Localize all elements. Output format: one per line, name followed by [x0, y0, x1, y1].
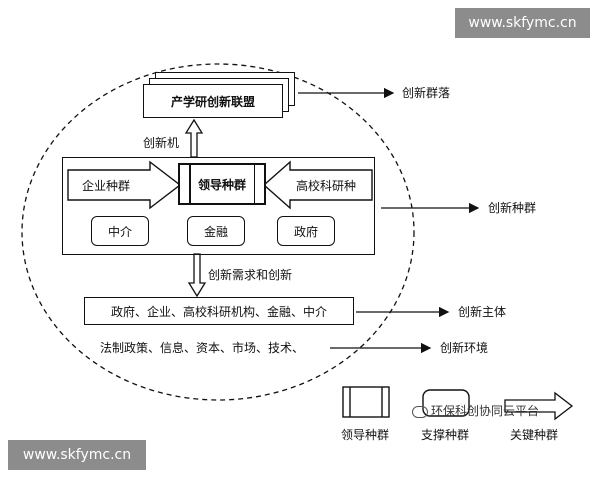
double-arrow-down — [187, 253, 207, 298]
legend-key-label: 关键种群 — [510, 428, 559, 442]
output-subject-label: 创新主体 — [458, 305, 507, 319]
intermediary-label: 中介 — [107, 224, 132, 239]
output-population-label: 创新种群 — [488, 201, 537, 215]
government-box: 政府 — [277, 216, 335, 246]
intermediary-box: 中介 — [91, 216, 149, 246]
innovation-mechanism-label: 创新机 — [143, 136, 180, 150]
platform-logo-text: 环保科创协同云平台 — [412, 404, 539, 418]
double-arrow-up — [184, 118, 204, 158]
enterprise-group-label: 企业种群 — [82, 179, 131, 193]
environment-row-label: 法制政策、信息、资本、市场、技术、 — [100, 341, 305, 355]
leading-group-box: 领导种群 — [178, 163, 266, 205]
legend-key-icon — [504, 391, 574, 421]
demand-innovation-label: 创新需求和创新 — [208, 268, 293, 282]
watermark-bottom: www.skfymc.cn — [8, 440, 146, 470]
legend-leading-label: 领导种群 — [341, 428, 390, 442]
alliance-box: 产学研创新联盟 — [143, 84, 283, 118]
enterprise-block-arrow — [67, 160, 182, 210]
leading-group-label: 领导种群 — [197, 177, 246, 192]
platform-label: 环保科创协同云平台 — [431, 404, 540, 418]
university-group-label: 高校科研种 — [296, 179, 357, 193]
ecosystem-boundary — [21, 63, 415, 401]
leading-inner-line-left — [189, 165, 191, 203]
subjects-label: 政府、企业、高校科研机构、金融、中介 — [110, 304, 327, 319]
watermark-top: www.skfymc.cn — [455, 8, 590, 38]
wechat-icon — [412, 405, 428, 418]
finance-box: 金融 — [187, 216, 245, 246]
legend-support-icon — [422, 389, 470, 417]
legend-support-label: 支撑种群 — [421, 428, 470, 442]
leading-inner-line-right — [253, 165, 255, 203]
subjects-box: 政府、企业、高校科研机构、金融、中介 — [84, 297, 354, 325]
alliance-label: 产学研创新联盟 — [170, 94, 255, 109]
output-environment-label: 创新环境 — [440, 341, 489, 355]
finance-label: 金融 — [203, 224, 228, 239]
output-cluster-label: 创新群落 — [402, 86, 451, 100]
population-block — [62, 157, 375, 255]
government-label: 政府 — [293, 224, 318, 239]
university-block-arrow — [262, 160, 373, 210]
